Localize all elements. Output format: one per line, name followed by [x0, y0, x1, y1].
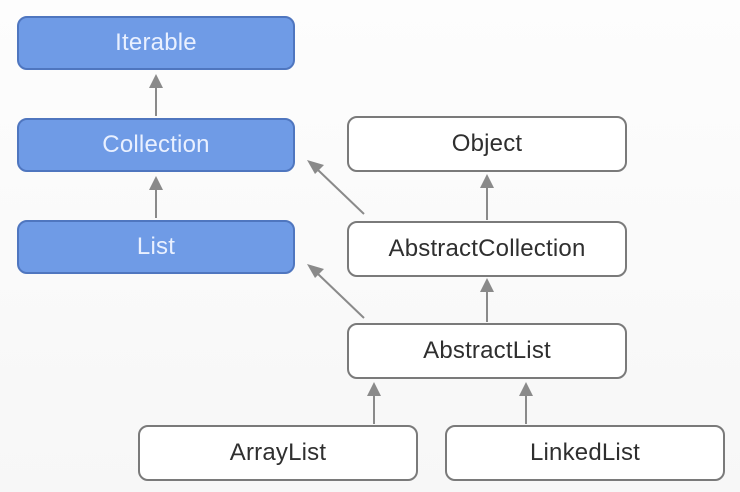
node-linked-list: LinkedList — [445, 425, 725, 481]
node-object: Object — [347, 116, 627, 172]
arrow-arraylist-to-abstractlist — [367, 382, 381, 424]
arrow-abstractlist-to-abstractcollection — [480, 278, 494, 322]
node-collection-label: Collection — [102, 131, 210, 158]
node-linked-list-label: LinkedList — [529, 439, 641, 466]
arrow-abstractcollection-to-object — [480, 174, 494, 220]
arrow-linkedlist-to-abstractlist — [519, 382, 533, 424]
node-collection: Collection — [17, 118, 295, 172]
node-abstract-list-label: AbstractList — [423, 337, 551, 364]
arrow-list-to-collection — [149, 176, 163, 218]
node-array-list-label: ArrayList — [229, 439, 327, 466]
node-iterable-label: Iterable — [115, 29, 197, 56]
node-object-label: Object — [451, 130, 523, 157]
node-abstract-list: AbstractList — [347, 323, 627, 379]
node-abstract-collection-label: AbstractCollection — [388, 235, 586, 262]
node-list-label: List — [136, 233, 176, 260]
arrow-collection-to-iterable — [149, 74, 163, 116]
node-abstract-collection: AbstractCollection — [347, 221, 627, 277]
node-array-list: ArrayList — [138, 425, 418, 481]
node-iterable: Iterable — [17, 16, 295, 70]
node-list: List — [17, 220, 295, 274]
